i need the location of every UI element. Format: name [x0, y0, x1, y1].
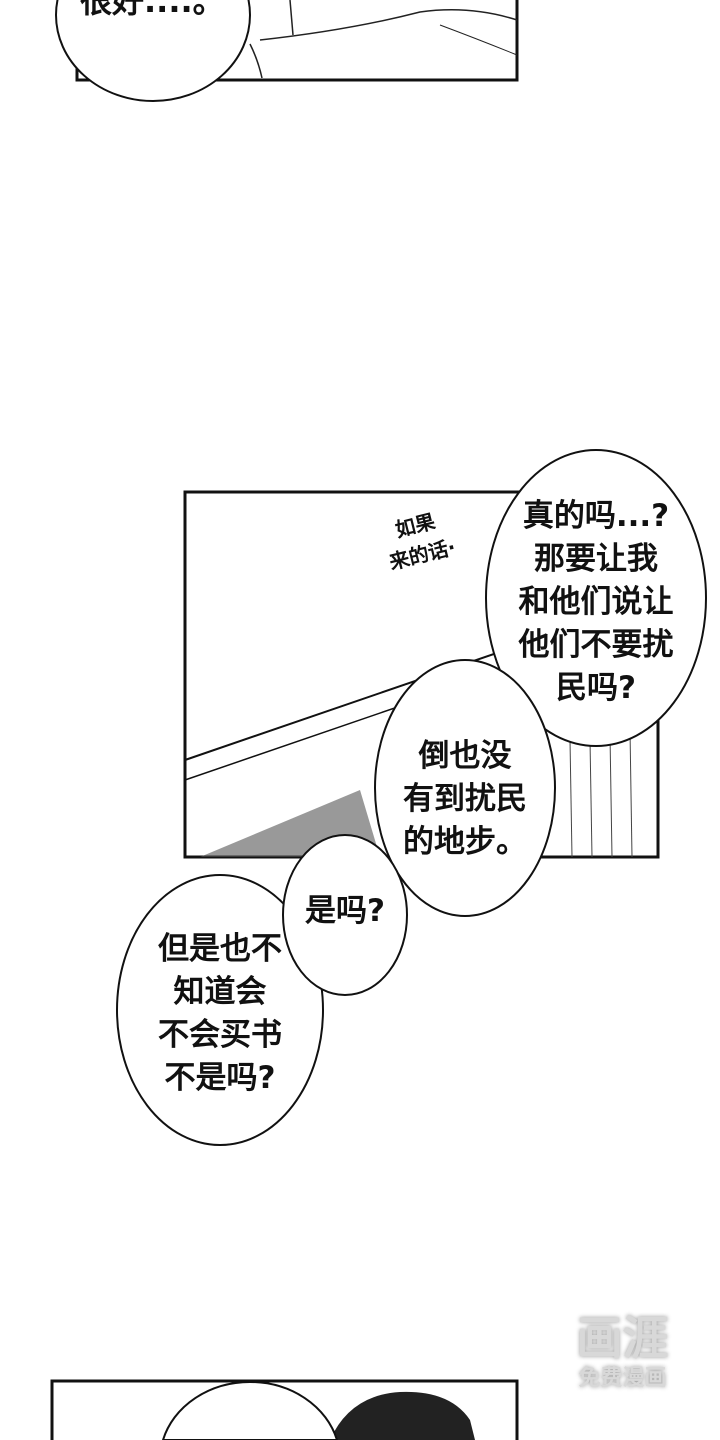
- bubble-text-top: 很好....。: [80, 0, 225, 20]
- text-line: 倒也没: [418, 738, 512, 774]
- text-line: 那要让我: [534, 541, 658, 577]
- text-line: 但是也不: [158, 931, 282, 967]
- text-line: 民吗?: [556, 670, 636, 706]
- speech-bubble-right: [485, 449, 707, 747]
- text-line: 的地步。: [403, 824, 527, 860]
- text-line: 有到扰民: [403, 781, 527, 817]
- text-line: 知道会: [173, 974, 267, 1010]
- bubble-text-left: 但是也不 知道会 不会买书 不是吗?: [130, 928, 310, 1100]
- text-line: 不会买书: [158, 1017, 282, 1053]
- bubble-text-small: 是吗?: [305, 893, 385, 929]
- text-line: 真的吗...?: [522, 498, 670, 534]
- speech-bubble-top: [55, 0, 251, 102]
- bubble-text-center: 倒也没 有到扰民 的地步。: [385, 735, 545, 864]
- speech-bubble-small: [282, 834, 408, 996]
- text-line: 不是吗?: [164, 1060, 276, 1096]
- bubble-text-right: 真的吗...? 那要让我 和他们说让 他们不要扰 民吗?: [496, 495, 696, 710]
- text-line: 和他们说让: [518, 584, 674, 620]
- speech-bubble-bottom: [161, 1380, 339, 1440]
- watermark-sub: 免费漫画: [578, 1366, 667, 1391]
- text-line: 他们不要扰: [518, 627, 674, 663]
- speech-bubble-left: [116, 874, 324, 1146]
- speech-bubble-center: [374, 659, 556, 917]
- watermark: 画涯 免费漫画: [560, 1312, 685, 1394]
- watermark-logo: 画涯: [576, 1311, 669, 1365]
